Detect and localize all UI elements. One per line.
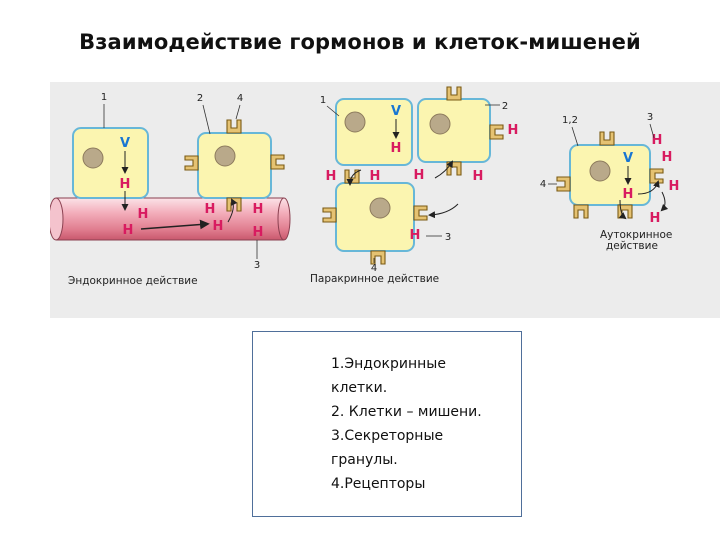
cell-nucleus <box>82 147 104 169</box>
legend-line: 4.Рецепторы <box>331 476 426 492</box>
hormone-action-diagram: V H H H H H H H 1 2 4 3 Эндокринное дейс… <box>50 82 720 318</box>
endocrine-panel: V H H H H H H H 1 2 4 3 Эндокринное дейс… <box>50 92 291 287</box>
hormone-label: H <box>138 207 149 222</box>
blood-vessel <box>50 197 291 241</box>
target-cell <box>417 98 491 163</box>
hormone-label: H <box>326 169 337 184</box>
legend-line: гранулы. <box>331 452 398 468</box>
hormone-label: H <box>253 225 264 240</box>
hormone-label: H <box>370 169 381 184</box>
marker-label: 1 <box>320 95 326 106</box>
legend-box: 1.Эндокринные клетки. 2. Клетки – мишени… <box>252 331 522 517</box>
precursor-label: V <box>623 151 633 166</box>
marker-label: 2 <box>197 93 203 104</box>
cell-nucleus <box>429 113 451 135</box>
target-cell <box>197 132 272 199</box>
autocrine-panel: V H H H H H 1,2 3 4 Аутокринное действие <box>540 112 680 252</box>
panel-caption: Эндокринное действие <box>68 275 198 287</box>
marker-label: 3 <box>254 260 260 271</box>
hormone-label: H <box>414 168 425 183</box>
legend-list: 1.Эндокринные клетки. 2. Клетки – мишени… <box>331 352 482 496</box>
marker-label: 3 <box>445 232 451 243</box>
legend-line: 3.Секреторные <box>331 428 444 444</box>
hormone-label: H <box>213 219 224 234</box>
marker-label: 3 <box>647 112 653 123</box>
panel-caption: Аутокринное <box>600 229 672 241</box>
hormone-label: H <box>662 150 673 165</box>
hormone-label: H <box>652 133 663 148</box>
slide-title: Взаимодействие гормонов и клеток-мишеней <box>79 30 641 54</box>
hormone-label: H <box>669 179 680 194</box>
hormone-label: H <box>123 223 134 238</box>
cell-nucleus <box>214 145 236 167</box>
paracrine-panel: V H H H H H H H 1 2 3 4 Паракрин <box>310 86 519 285</box>
marker-label: 1 <box>101 92 107 103</box>
marker-label: 4 <box>237 93 243 104</box>
hormone-label: H <box>410 228 421 243</box>
panel-caption: действие <box>606 240 658 252</box>
hormone-label: H <box>205 202 216 217</box>
cell-nucleus <box>589 160 611 182</box>
panel-caption: Паракринное действие <box>310 273 439 285</box>
legend-line: 1.Эндокринные <box>331 356 446 372</box>
precursor-label: V <box>391 104 401 119</box>
marker-label: 4 <box>371 263 377 274</box>
hormone-label: H <box>253 202 264 217</box>
hormone-label: H <box>120 177 131 192</box>
autocrine-cell <box>569 144 651 206</box>
hormone-label: H <box>650 211 661 226</box>
hormone-label: H <box>623 187 634 202</box>
marker-label: 4 <box>540 179 546 190</box>
marker-label: 1,2 <box>562 115 578 126</box>
legend-line: 2. Клетки – мишени. <box>331 404 482 420</box>
legend-line: клетки. <box>331 380 388 396</box>
marker-label: 2 <box>502 101 508 112</box>
cell-nucleus <box>369 197 391 219</box>
hormone-label: H <box>508 123 519 138</box>
hormone-label: H <box>473 169 484 184</box>
precursor-label: V <box>120 136 130 151</box>
cell-nucleus <box>344 111 366 133</box>
endocrine-cell <box>72 127 149 199</box>
hormone-label: H <box>391 141 402 156</box>
